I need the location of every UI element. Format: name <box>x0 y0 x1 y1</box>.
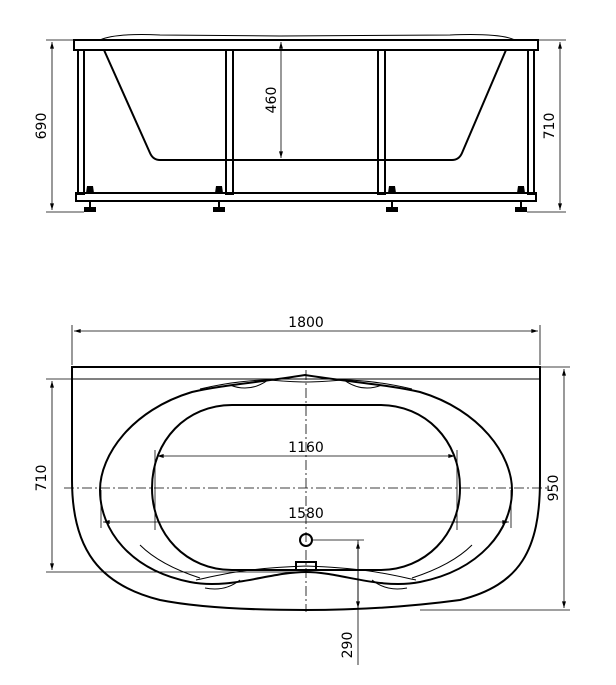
dim-total-height-label: 690 <box>34 113 50 140</box>
dim-length: 1800 <box>71 315 541 365</box>
top-view: 1800 1160 1580 710 950 <box>34 315 570 665</box>
dim-width-label: 950 <box>546 475 562 502</box>
headrest-bottom <box>195 565 417 581</box>
dim-inner-length: 1160 <box>154 440 458 530</box>
dim-inner-length-label: 1160 <box>288 440 324 456</box>
dim-rim-height-label: 710 <box>542 113 558 140</box>
dim-inner-width-label: 710 <box>34 465 50 492</box>
dim-width: 950 <box>420 366 570 611</box>
frame <box>75 49 537 202</box>
dim-drain-offset-label: 290 <box>340 632 356 659</box>
inner-basin <box>150 404 462 571</box>
dim-drain-offset: 290 <box>313 539 364 665</box>
adjustable-feet <box>84 186 527 212</box>
dim-total-height: 690 <box>34 39 84 213</box>
rim <box>73 39 539 51</box>
headrest-top <box>199 379 413 390</box>
side-view: 690 460 710 <box>34 34 566 213</box>
dim-rim-height: 710 <box>527 39 566 213</box>
dim-bowl-length: 1580 <box>100 490 512 528</box>
rim-top-curve <box>99 34 516 41</box>
dim-depth-label: 460 <box>264 87 280 114</box>
dim-inner-width: 710 <box>34 378 306 573</box>
dim-bowl-length-label: 1580 <box>288 506 324 522</box>
dim-depth: 460 <box>264 42 283 158</box>
tub-shell <box>103 49 507 161</box>
dim-length-label: 1800 <box>288 315 324 331</box>
